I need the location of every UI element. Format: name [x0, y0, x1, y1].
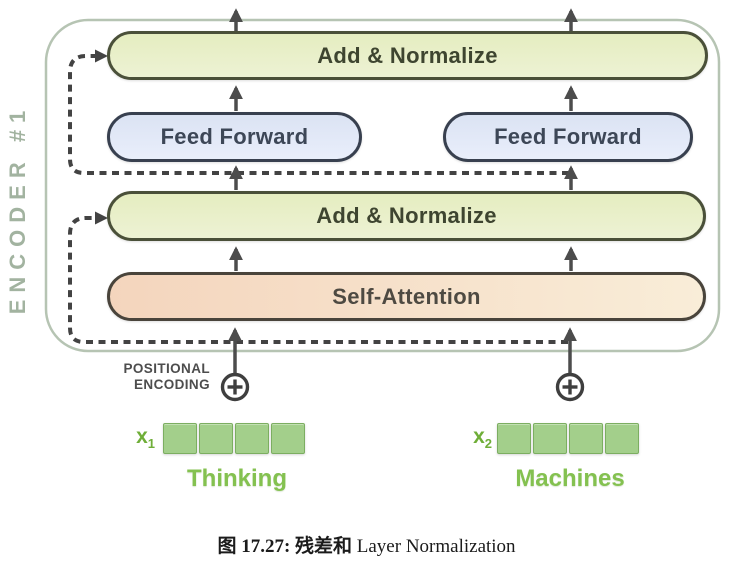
add-normalize-block-middle: Add & Normalize: [107, 191, 706, 241]
caption-text: Layer Normalization: [356, 536, 516, 557]
embedding-cell: [605, 423, 639, 454]
x2-subscript: 2: [484, 436, 492, 452]
add-normalize-block-top: Add & Normalize: [107, 31, 708, 80]
embedding-cell: [497, 423, 531, 454]
up-arrow-icons: [228, 8, 578, 374]
figure-caption: 图 17.27: 残差和 Layer Normalization: [0, 531, 733, 558]
circled-plus-icon: [220, 372, 585, 402]
self-attention-block: Self-Attention: [107, 272, 706, 321]
x1-subscript: 1: [147, 436, 155, 452]
encoder-label: ENCODER #1: [5, 103, 30, 315]
residual-connection-dashed-arrow: [68, 211, 568, 344]
residual-connection-dashed-arrow: [68, 49, 569, 175]
embedding-cell: [533, 423, 567, 454]
positional-encoding-label: POSITIONAL ENCODING: [0, 361, 210, 393]
embedding-label-x1: x1: [0, 425, 155, 451]
positional-encoding-line1: POSITIONAL: [123, 361, 210, 376]
x1-symbol: x: [136, 425, 148, 448]
embedding-cell: [271, 423, 305, 454]
x2-symbol: x: [473, 425, 485, 448]
embedding-cell: [199, 423, 233, 454]
embedding-vector-left: [163, 423, 305, 454]
positional-encoding-line2: ENCODING: [134, 377, 210, 392]
feed-forward-block-right: Feed Forward: [443, 112, 693, 162]
embedding-vector-right: [497, 423, 639, 454]
feed-forward-block-left: Feed Forward: [107, 112, 362, 162]
embedding-cell: [163, 423, 197, 454]
token-word-machines: Machines: [515, 465, 625, 492]
caption-number: 图 17.27: 残差和: [217, 536, 353, 557]
embedding-label-x2: x2: [437, 425, 492, 451]
embedding-cell: [569, 423, 603, 454]
token-word-thinking: Thinking: [187, 465, 287, 492]
encoder-box: [44, 18, 721, 353]
embedding-cell: [235, 423, 269, 454]
